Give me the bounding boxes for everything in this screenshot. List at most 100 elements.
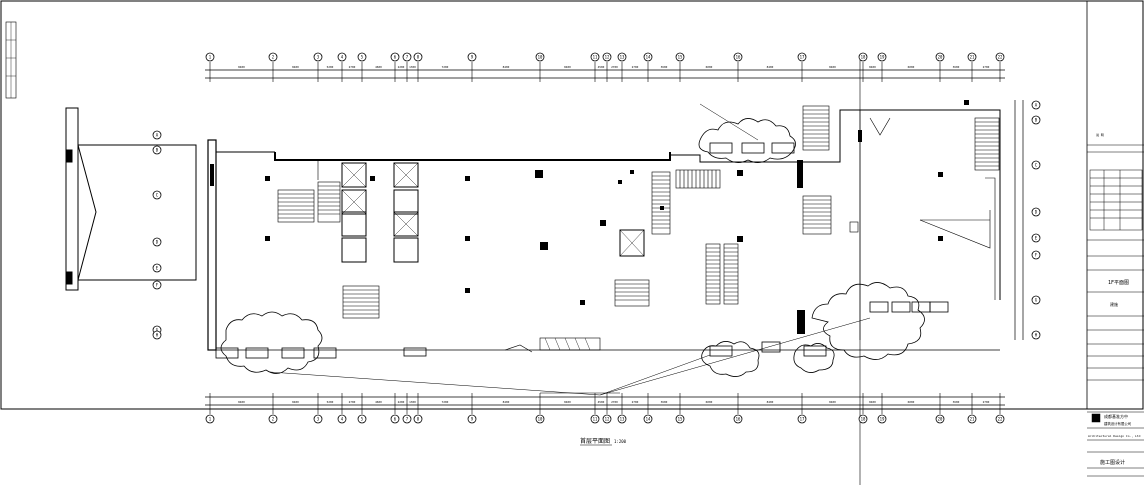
grid-bubble-right: B [1031, 115, 1041, 125]
tb-sheet-name: 1F平面图 [1108, 280, 1129, 286]
dimension-label: 8400 [829, 65, 836, 69]
grid-bubble-top: 19 [877, 52, 887, 62]
grid-bubble-top: 2 [268, 52, 278, 62]
interior-walls [317, 110, 996, 353]
grid-bubble-top-label: 13 [620, 55, 625, 60]
dimension-label: 8400 [869, 65, 876, 69]
grid-bubble-bottom: 14 [643, 414, 653, 424]
grid-bubble-left-label: H [156, 333, 159, 338]
grid-bubble-left: F [152, 280, 162, 290]
grid-bubble-bottom-label: 8 [417, 417, 420, 422]
dimension-labels-top: 8400840084008400520052002700270046004600… [238, 65, 990, 404]
grid-bubble-left: E [152, 263, 162, 273]
stairs [277, 105, 1000, 319]
dimension-label: 6000 [706, 65, 713, 69]
grid-bubble-left: B [152, 145, 162, 155]
grid-bubble-right-label: H [1035, 333, 1038, 338]
title-block [1087, 144, 1144, 477]
grid-bubble-bottom: 18 [858, 414, 868, 424]
grid-bubble-bottom: 17 [797, 414, 807, 424]
dimension-label: 6000 [908, 400, 915, 404]
grid-bubble-left-label: D [156, 240, 159, 245]
dimension-label: 4600 [375, 65, 382, 69]
leader-lines [269, 103, 871, 396]
grid-bubble-bottom-label: 19 [880, 417, 885, 422]
grid-bubble-top: 4 [337, 52, 347, 62]
dimension-label: 4500 [598, 400, 605, 404]
grid-bubble-top-label: 10 [538, 55, 543, 60]
grid-bubble-top: 16 [733, 52, 743, 62]
dimension-label: 7200 [442, 65, 449, 69]
title-block-text: 说 明 1F平面图 建施 成都基准方中 建筑设计有限公司 Architectur… [1088, 132, 1141, 466]
grid-bubble-top: 21 [967, 52, 977, 62]
dimension-label: 3600 [661, 400, 668, 404]
grid-bubble-top-label: 18 [861, 55, 866, 60]
grid-bubble-top: 11 [590, 52, 600, 62]
grid-bubble-bottom: 16 [733, 414, 743, 424]
tb-company-cn-2: 建筑设计有限公司 [1104, 421, 1131, 426]
grid-bubble-right-label: D [1035, 210, 1038, 215]
grid-bubble-right-label: E [1035, 236, 1038, 241]
dimension-label: 1300 [409, 400, 416, 404]
grid-bubble-top-label: 3 [317, 55, 320, 60]
revision-clouds [220, 118, 925, 377]
grid-bubble-bottom: 6 [390, 414, 400, 424]
grid-bubble-left: D [152, 237, 162, 247]
dimension-label: 8400 [292, 65, 299, 69]
grid-bubble-right: C [1031, 160, 1041, 170]
grid-bubble-left-label: C [156, 193, 159, 198]
grid-bubble-top: 18 [858, 52, 868, 62]
plan-scale-text: 1:200 [614, 439, 627, 444]
grid-bubble-bottom: 21 [967, 414, 977, 424]
grid-bubble-left: C [152, 190, 162, 200]
grid-bubble-top-label: 4 [341, 55, 344, 60]
dimension-label: 3600 [953, 65, 960, 69]
dimension-label: 4600 [375, 400, 382, 404]
plan-title-text: 首层平面图 [580, 437, 610, 445]
tb-company-en: Architectural Design Co., Ltd [1088, 434, 1141, 438]
dimension-label: 8400 [767, 400, 774, 404]
grid-bubble-bottom-label: 18 [861, 417, 866, 422]
grid-bubble-top-label: 11 [593, 55, 598, 60]
grid-bubble-left-label: B [156, 148, 159, 153]
grid-bubble-bottom-label: 14 [646, 417, 651, 422]
grid-bubble-top-label: 7 [406, 55, 409, 60]
grid-bubble-bottom: 19 [877, 414, 887, 424]
grid-bubble-right: F [1031, 250, 1041, 260]
grid-bubble-top-label: 22 [998, 55, 1003, 60]
tb-sheet-code: 建施 [1110, 301, 1118, 307]
dimension-label: 6000 [706, 400, 713, 404]
grid-bubble-left-label: F [156, 283, 159, 288]
dimension-lines [205, 69, 1024, 406]
grid-bubble-bottom-label: 21 [970, 417, 975, 422]
grid-bubble-top: 13 [617, 52, 627, 62]
dimension-label: 8400 [238, 65, 245, 69]
grid-bubble-top-label: 12 [605, 55, 610, 60]
dimension-label: 8400 [829, 400, 836, 404]
grid-bubble-bottom: 12 [602, 414, 612, 424]
grid-bubble-bottom: 5 [357, 414, 367, 424]
dimension-label: 2700 [632, 400, 639, 404]
grid-bubble-top-label: 1 [209, 55, 212, 60]
grid-bubble-top-label: 19 [880, 55, 885, 60]
grid-bubble-bottom-label: 10 [538, 417, 543, 422]
dimension-label: 8400 [767, 65, 774, 69]
grid-bubble-bottom: 13 [617, 414, 627, 424]
grid-bubble-bottom-label: 20 [938, 417, 943, 422]
grid-bubble-bottom: 1 [205, 414, 215, 424]
grid-bubble-top: 3 [313, 52, 323, 62]
grid-bubble-top: 14 [643, 52, 653, 62]
grid-bubble-top-label: 9 [471, 55, 474, 60]
grid-bubble-bottom-label: 6 [394, 417, 397, 422]
dimension-label: 8400 [503, 65, 510, 69]
building-outline [207, 109, 1001, 351]
grid-bubble-bottom-label: 15 [678, 417, 683, 422]
grid-bubble-right: H [1031, 330, 1041, 340]
dimension-label: 6000 [908, 65, 915, 69]
grid-bubble-right-label: A [1035, 103, 1038, 108]
dimension-label: 2700 [632, 65, 639, 69]
dimension-label: 8400 [503, 400, 510, 404]
grid-bubble-top: 12 [602, 52, 612, 62]
